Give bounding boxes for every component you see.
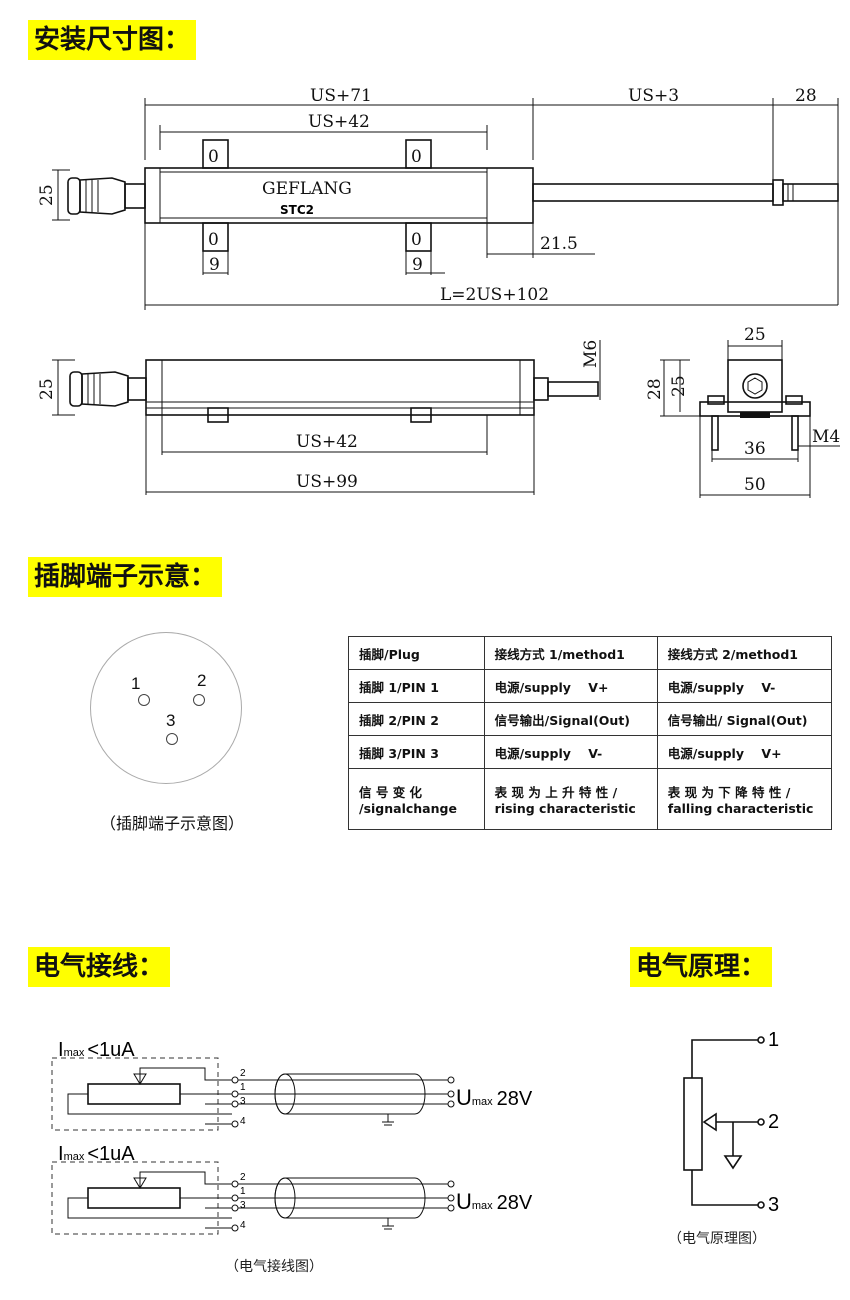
end-view: 25 28 25 36 M4 50 bbox=[645, 325, 840, 498]
principle-schematic: 1 2 3 bbox=[683, 1029, 779, 1216]
pin-1-hole bbox=[138, 694, 150, 706]
principle-terminal-3: 3 bbox=[768, 1194, 779, 1216]
dim-us71: US+71 bbox=[310, 86, 372, 106]
terminal-a1: 1 bbox=[240, 1082, 246, 1093]
terminal-b2: 2 bbox=[240, 1172, 246, 1183]
pin-table: 插脚/Plug 接线方式 1/method1 接线方式 2/method1 插脚… bbox=[348, 636, 833, 830]
plug-face bbox=[90, 632, 242, 784]
table-row: 信 号 变 化 /signalchange 表 现 为 上 升 特 性 / ri… bbox=[348, 768, 833, 830]
table-row: 插脚 2/PIN 2 信号输出/Signal(Out) 信号输出/ Signal… bbox=[348, 702, 833, 736]
dim-us99: US+99 bbox=[296, 472, 358, 492]
table-cell: 信号输出/ Signal(Out) bbox=[656, 702, 833, 736]
principle-terminal-1: 1 bbox=[768, 1029, 779, 1051]
table-cell: 插脚 1/PIN 1 bbox=[348, 669, 485, 703]
dim-50: 50 bbox=[744, 475, 766, 495]
dim-us3: US+3 bbox=[628, 86, 679, 106]
plug-caption: （插脚端子示意图） bbox=[100, 814, 245, 833]
terminal-b4: 4 bbox=[240, 1220, 246, 1231]
table-cell: 电源/supply V+ bbox=[656, 735, 833, 769]
principle-section-header: 电气原理： bbox=[630, 947, 773, 987]
terminal-a3: 3 bbox=[240, 1096, 246, 1107]
install-section-header: 安装尺寸图： bbox=[28, 20, 197, 60]
pin-1-label: 1 bbox=[131, 674, 141, 693]
terminal-a4: 4 bbox=[240, 1116, 246, 1127]
wiring-section-header: 电气接线： bbox=[28, 947, 171, 987]
principle-caption: （电气原理图） bbox=[668, 1231, 766, 1247]
dim-total-length: L=2US+102 bbox=[440, 285, 549, 305]
dim-m6: M6 bbox=[581, 340, 601, 368]
table-cell: 信号输出/Signal(Out) bbox=[483, 702, 658, 736]
pins-section-header: 插脚端子示意： bbox=[28, 557, 223, 597]
dim-21-5: 21.5 bbox=[540, 234, 578, 254]
pin-2-label: 2 bbox=[197, 671, 207, 690]
dim-25-side: 25 bbox=[37, 378, 57, 400]
dim-us42-top: US+42 bbox=[308, 112, 370, 132]
installation-drawing: US+71 US+3 28 US+42 25 0 0 0 0 bbox=[37, 86, 840, 498]
dim-28: 28 bbox=[795, 86, 817, 106]
imax-label-b: Imax<1uA bbox=[58, 1143, 135, 1165]
side-view: 25 M6 US+42 US+99 bbox=[37, 340, 601, 495]
table-cell: 电源/supply V- bbox=[483, 735, 658, 769]
terminal-a2: 2 bbox=[240, 1068, 246, 1079]
table-cell: 表 现 为 上 升 特 性 / rising characteristic bbox=[483, 768, 658, 830]
table-cell: 信 号 变 化 /signalchange bbox=[348, 768, 485, 830]
slot-label-b: 0 bbox=[411, 147, 422, 167]
pin-3-label: 3 bbox=[166, 711, 176, 730]
dim-9a: 9 bbox=[209, 255, 220, 275]
dim-36: 36 bbox=[744, 439, 766, 459]
model-label: STC2 bbox=[280, 203, 314, 217]
slot-label-a: 0 bbox=[208, 147, 219, 167]
slot-label-d: 0 bbox=[411, 230, 422, 250]
dim-9b: 9 bbox=[412, 255, 423, 275]
table-cell: 表 现 为 下 降 特 性 / falling characteristic bbox=[656, 768, 833, 830]
dim-us42-side: US+42 bbox=[296, 432, 358, 452]
slot-label-c: 0 bbox=[208, 230, 219, 250]
pin-3-hole bbox=[166, 733, 178, 745]
wiring-caption: （电气接线图） bbox=[225, 1259, 323, 1275]
table-row: 插脚 3/PIN 3 电源/supply V- 电源/supply V+ bbox=[348, 735, 833, 769]
terminal-b3: 3 bbox=[240, 1200, 246, 1211]
terminal-b1: 1 bbox=[240, 1186, 246, 1197]
pin-2-hole bbox=[193, 694, 205, 706]
dim-25-end-top: 25 bbox=[744, 325, 766, 345]
table-cell: 插脚/Plug bbox=[348, 636, 485, 670]
dim-25-end-side: 25 bbox=[669, 375, 689, 397]
dim-m4: M4 bbox=[812, 427, 840, 447]
top-view: US+71 US+3 28 US+42 25 0 0 0 0 bbox=[37, 86, 839, 310]
dim-28-end: 28 bbox=[645, 378, 665, 400]
imax-label-a: Imax<1uA bbox=[58, 1039, 135, 1061]
dim-25-top: 25 bbox=[37, 184, 57, 206]
table-cell: 接线方式 1/method1 bbox=[483, 636, 658, 670]
brand-label: GEFLANG bbox=[262, 179, 352, 199]
principle-terminal-2: 2 bbox=[768, 1111, 779, 1133]
